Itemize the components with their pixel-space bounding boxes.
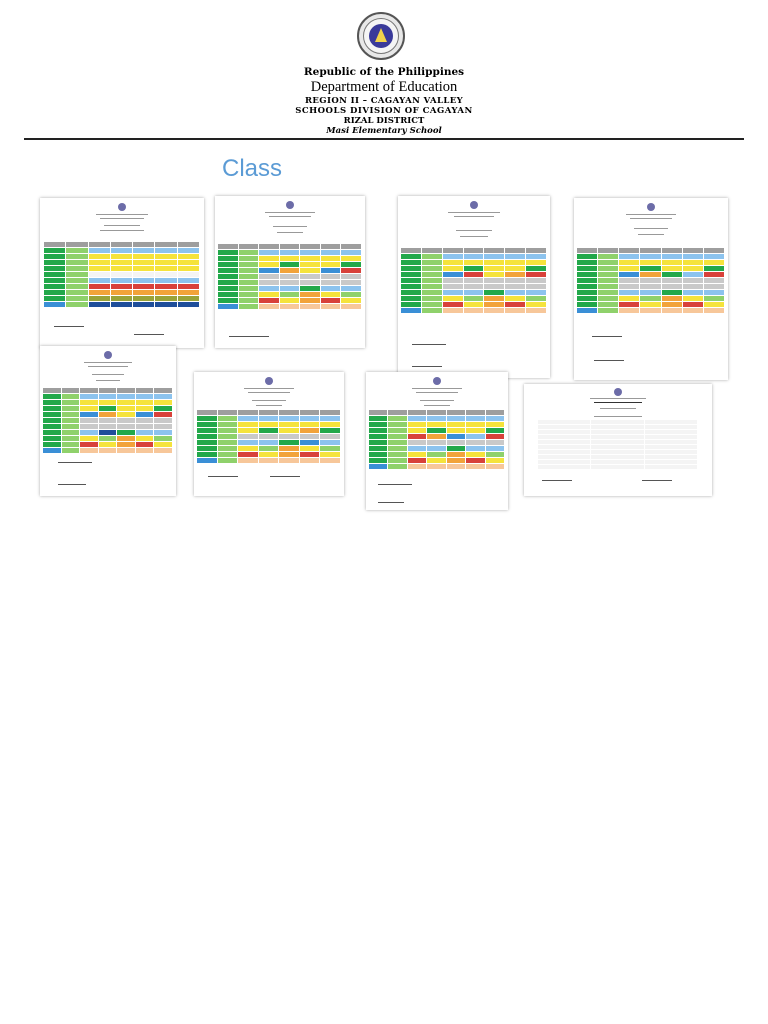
thumbnail-grade-1 (40, 346, 176, 496)
thumbnail-grade-4 (574, 198, 728, 380)
thumbnail-grade-5 (194, 372, 344, 496)
deped-seal-logo (357, 12, 405, 60)
header-divider (24, 138, 744, 140)
thumbnail-grade-6 (366, 372, 508, 510)
thumbnail-grade-3 (398, 196, 550, 378)
division-heading: SCHOOLS DIVISION OF CAGAYAN (295, 106, 473, 116)
district-heading: RIZAL DISTRICT (343, 116, 425, 126)
department-heading: Department of Education (310, 79, 458, 95)
thumbnail-grade-level-assignment (524, 384, 712, 496)
page-title: Class (222, 155, 283, 182)
republic-heading: Republic of the Philippines (303, 66, 465, 78)
region-heading: REGION II – CAGAYAN VALLEY (304, 96, 464, 106)
thumbnail-grade-2 (215, 196, 365, 348)
thumbnail-kindergarten (40, 198, 204, 348)
school-name: Masi Elementary School (326, 126, 442, 136)
